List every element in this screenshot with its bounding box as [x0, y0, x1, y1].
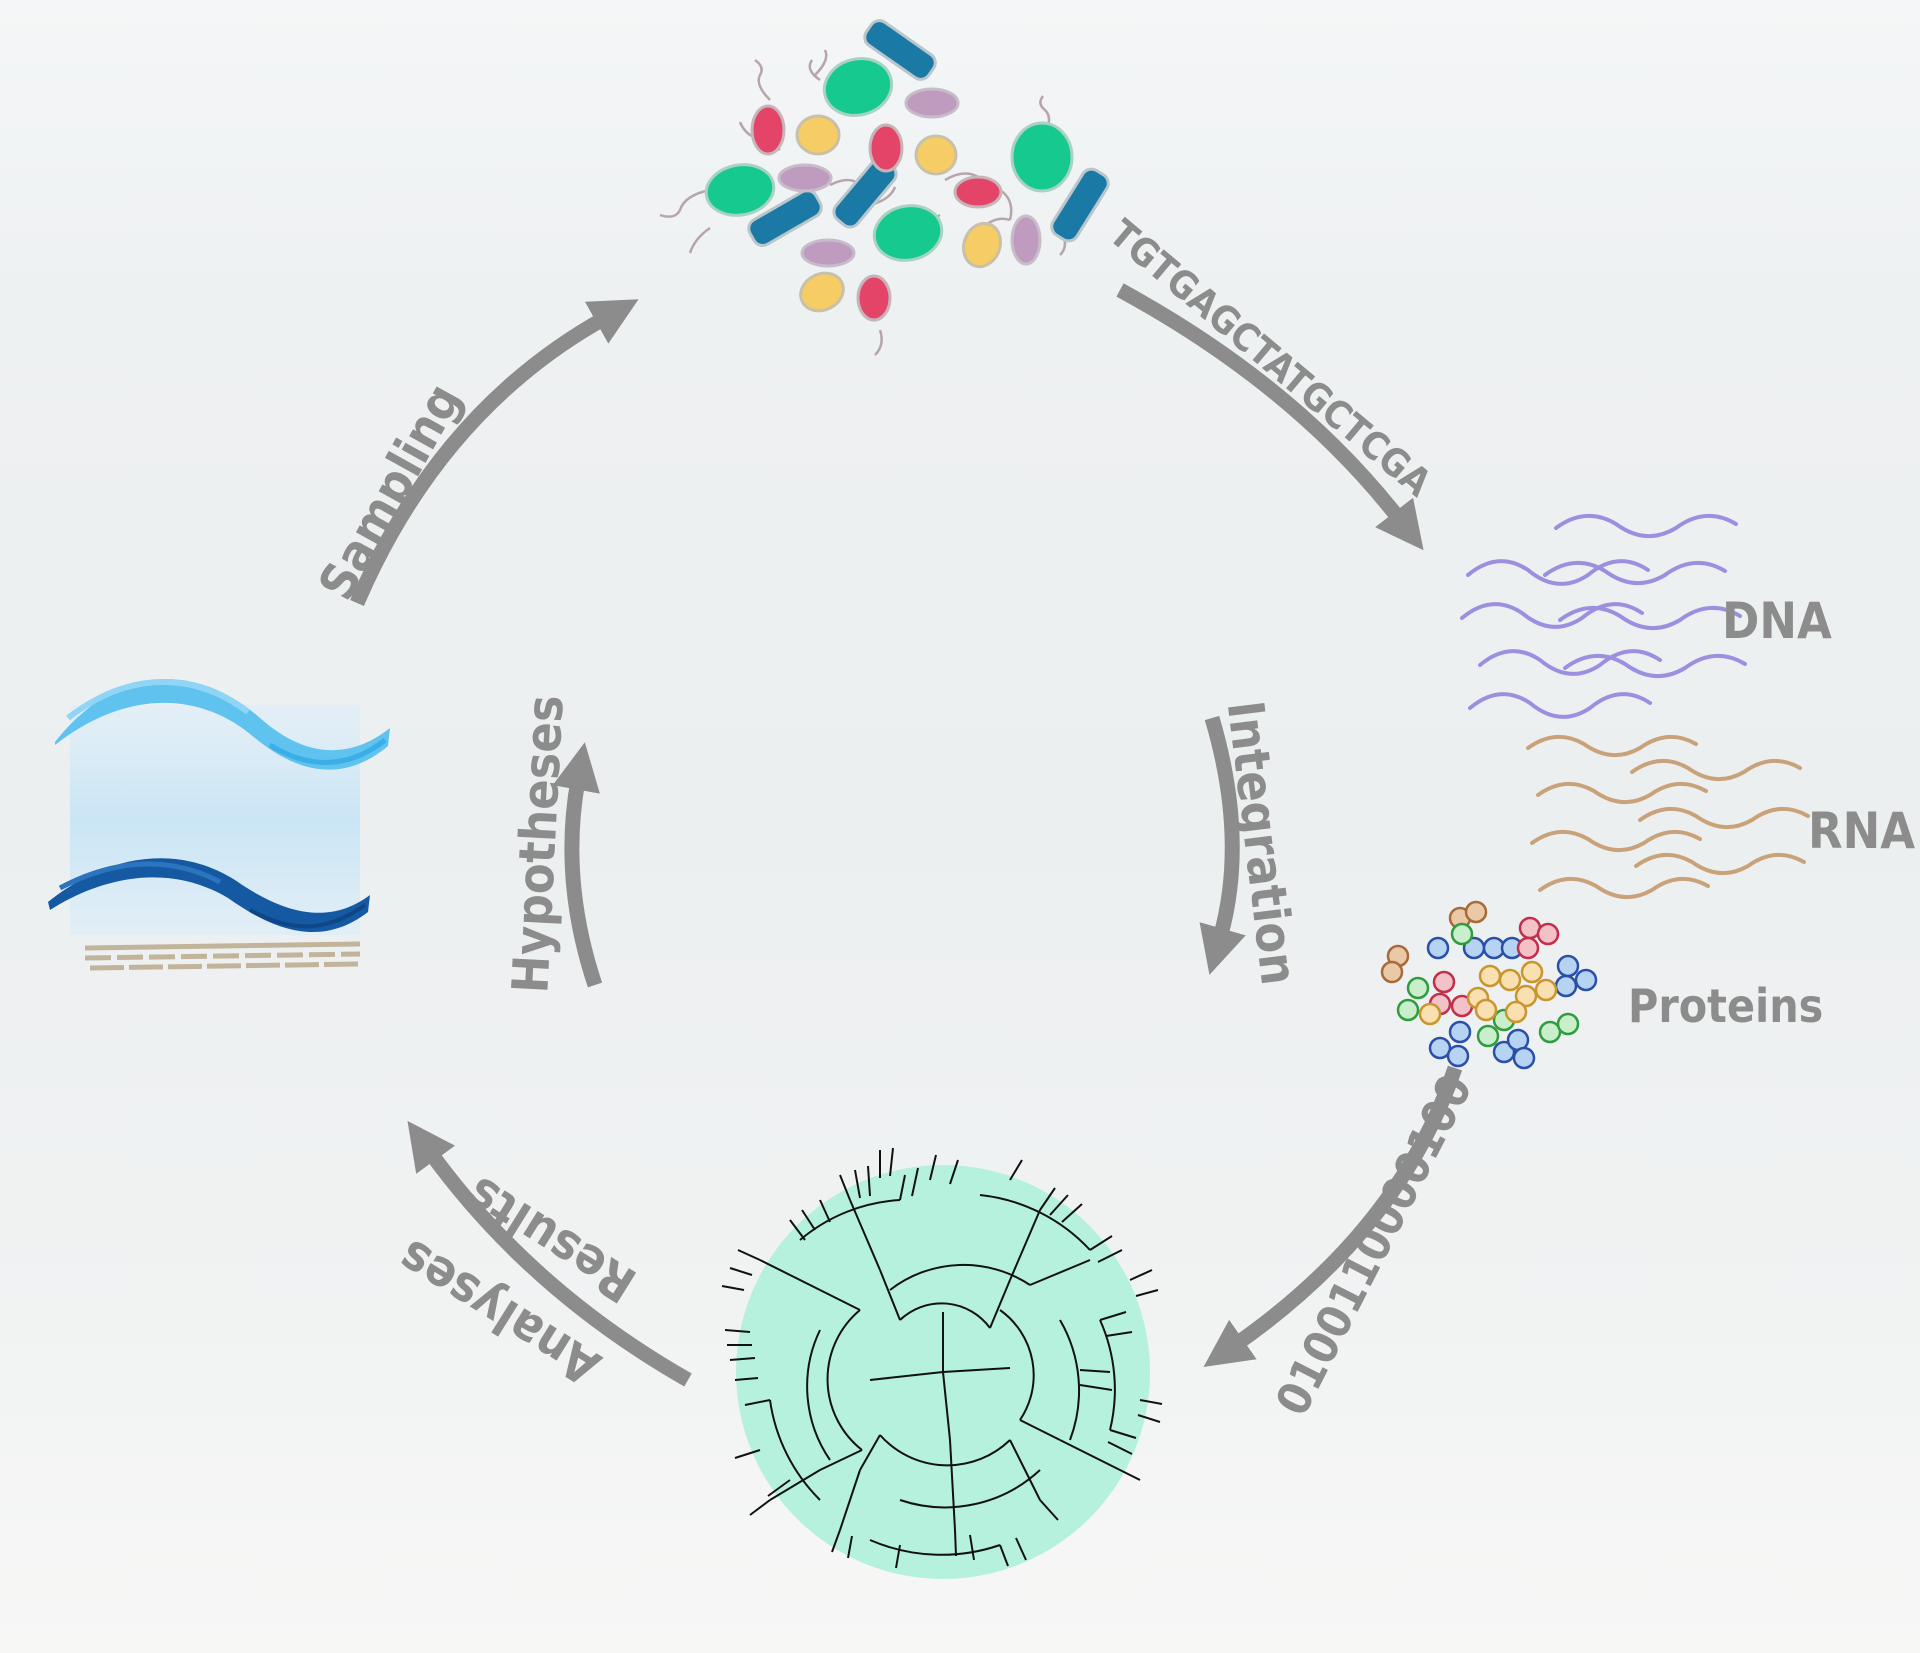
microbes-cluster	[659, 19, 1110, 356]
dna-label: DNA	[1722, 592, 1832, 650]
rna-label: RNA	[1808, 802, 1915, 860]
sampling-arrow	[350, 299, 639, 606]
integration-arrow	[1199, 715, 1246, 975]
phylogenetic-tree-icon	[721, 1147, 1163, 1579]
dna-strands-icon	[1460, 513, 1747, 719]
rna-strands-icon	[1526, 735, 1810, 899]
analyses-arrow	[407, 1120, 692, 1387]
water-column-icon	[48, 679, 390, 971]
proteins-icon	[1380, 900, 1598, 1070]
sequencing-arrow	[1116, 283, 1424, 551]
proteins-label: Proteins	[1628, 979, 1823, 1033]
hypotheses-arrow	[552, 742, 603, 988]
binary-arrow	[1203, 1065, 1463, 1367]
